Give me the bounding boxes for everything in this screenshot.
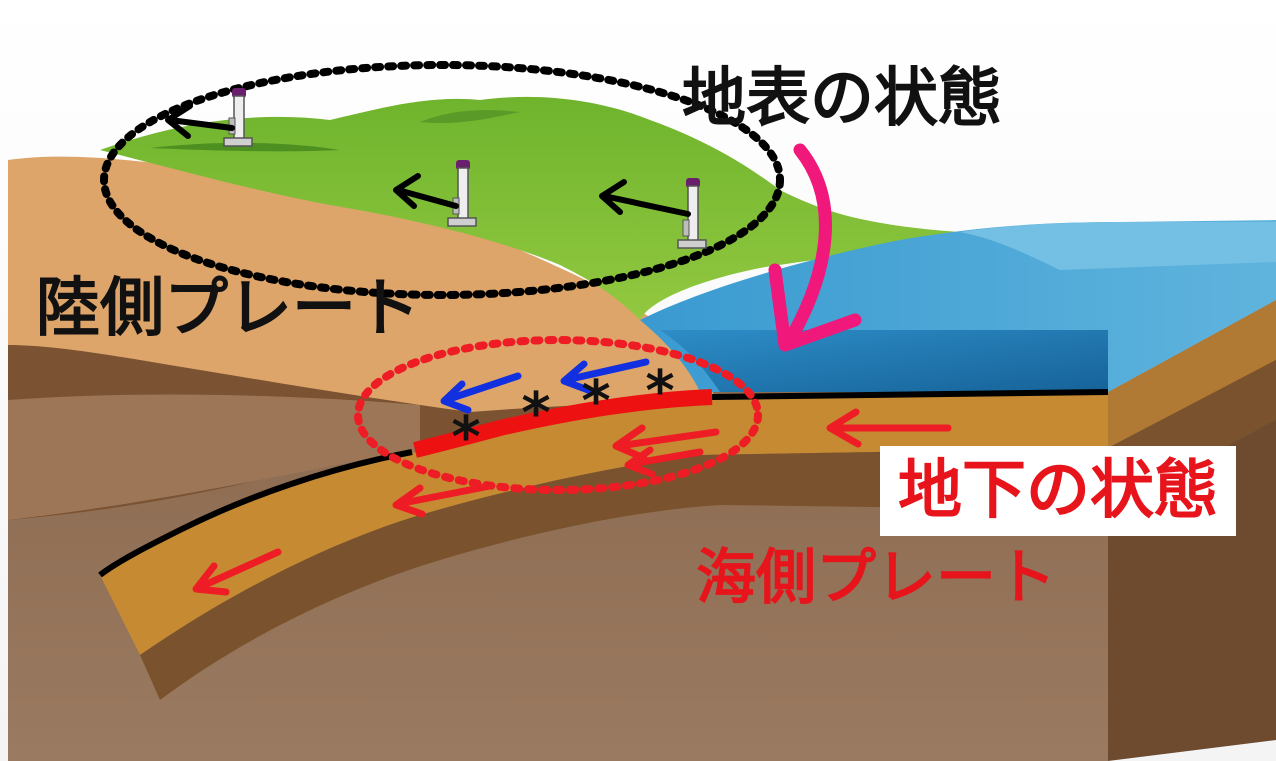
gps-station-3 — [677, 178, 707, 249]
fault-segment — [413, 389, 713, 458]
slip-marker: * — [645, 359, 674, 424]
grass-hills — [100, 96, 990, 320]
red-arrow-5 — [192, 548, 282, 596]
continental-surface-sand — [8, 156, 715, 412]
blue-arrow-1 — [440, 372, 522, 414]
continental-plate-label: 陸側プレート — [36, 272, 420, 346]
underground-ellipse — [354, 336, 762, 494]
block-side-layer — [1108, 300, 1276, 448]
surface-state-label: 地表の状態 — [682, 62, 1002, 136]
surface-ellipse — [100, 61, 784, 299]
red-arrow-2 — [612, 424, 720, 462]
slip-marker: * — [451, 405, 480, 470]
continental-crust-lower — [8, 394, 420, 520]
underground-label-box — [880, 446, 1236, 536]
grass-ridge-shadow — [150, 142, 340, 152]
red-arrow-3 — [624, 446, 704, 478]
plate-boundary-line — [98, 389, 1109, 578]
slip-marker: * — [581, 369, 610, 434]
sea-shallow — [960, 222, 1276, 270]
oceanic-plate-layer — [100, 392, 1108, 655]
grass-ridge-shadow-2 — [420, 110, 520, 124]
underground-state-label: 地下の状態 — [898, 454, 1218, 528]
oceanic-plate-label: 海側プレート — [696, 543, 1056, 613]
blue-arrow-2 — [560, 358, 650, 394]
red-arrow-1 — [826, 408, 952, 448]
slip-marker: * — [521, 381, 550, 446]
pink-arrow — [768, 143, 862, 352]
sea-body — [660, 330, 1108, 392]
red-arrow-4 — [392, 482, 494, 518]
surface-arrow-3 — [599, 179, 691, 217]
surface-arrow-2 — [393, 173, 459, 209]
surface-arrow-1 — [165, 103, 235, 139]
